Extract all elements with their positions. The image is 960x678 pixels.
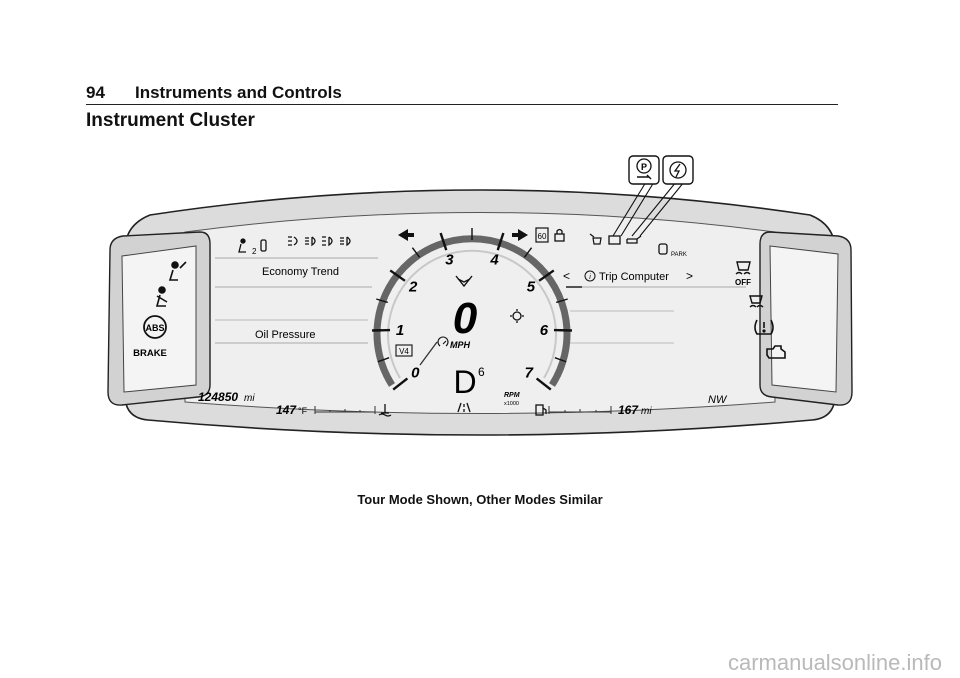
oil-pressure-icon	[626, 235, 642, 244]
speed-limit-value: 60	[538, 232, 547, 241]
speed-unit: MPH	[450, 340, 471, 350]
rpm-scale: x1000	[504, 401, 519, 407]
compass-heading: NW	[708, 394, 728, 406]
coolant-icon	[260, 239, 267, 252]
tire-pressure-icon	[754, 319, 774, 335]
electric-brake-icon	[669, 161, 687, 179]
coolant-temp-icon	[378, 404, 392, 417]
trip-computer-label: Trip Computer	[599, 271, 669, 283]
range-value: 167	[618, 403, 639, 417]
temperature-value: 147	[276, 403, 297, 417]
instrument-cluster-illustration: ABS BRAKE OFF 2 60 PARK	[107, 155, 853, 436]
gear-number: 6	[478, 365, 485, 379]
park-brake-callout	[628, 155, 660, 185]
tach-label: 4	[489, 252, 499, 269]
airbag-icon	[168, 261, 187, 281]
security-lock-icon	[554, 228, 565, 242]
page-number: 94	[86, 83, 105, 102]
oil-pressure-label: Oil Pressure	[255, 329, 316, 341]
tach-major-tick	[389, 269, 406, 282]
svg-text:i: i	[589, 274, 591, 281]
seatbelt-indicator-icon	[238, 238, 246, 253]
off-label: OFF	[735, 278, 751, 287]
temperature-bar	[314, 406, 376, 414]
menu-prev-arrow[interactable]: <	[563, 269, 570, 283]
odometer-value: 124850	[198, 390, 238, 404]
speedometer-icon	[437, 336, 449, 347]
tach-minor-tick	[376, 298, 388, 304]
stabilitrak-icon	[749, 295, 764, 308]
corvette-logo-icon	[455, 275, 473, 288]
range-unit: mi	[641, 406, 652, 417]
service-vehicle-icon	[589, 233, 602, 245]
tach-minor-tick	[556, 298, 568, 304]
chapter-title: Instruments and Controls	[135, 83, 342, 102]
traction-control-off-icon	[735, 261, 751, 275]
tach-minor-tick	[523, 247, 533, 258]
brake-warning-label: BRAKE	[133, 348, 167, 359]
tach-major-tick	[535, 377, 552, 391]
tach-major-tick	[439, 232, 448, 251]
speed-limit-sign-icon	[535, 227, 549, 243]
battery-icon	[608, 235, 621, 245]
regen-callout	[662, 155, 694, 185]
seatbelt-count: 2	[252, 247, 257, 256]
tach-label: 2	[408, 279, 418, 296]
tach-label: 0	[411, 364, 420, 381]
lane-keep-icon	[457, 402, 471, 413]
temperature-unit: °F	[298, 406, 308, 416]
tach-minor-tick	[554, 357, 567, 363]
odometer-unit: mi	[244, 393, 255, 404]
parking-assist-icon	[658, 243, 668, 255]
tach-major-tick	[538, 269, 555, 282]
tach-needle	[419, 341, 438, 366]
tach-minor-tick	[411, 247, 421, 258]
gear-settings-icon	[510, 309, 524, 323]
tach-minor-tick	[377, 357, 390, 363]
rpm-label: RPM	[504, 392, 520, 399]
tach-major-tick	[392, 377, 409, 391]
tachometer-ticks	[372, 228, 572, 391]
seatbelt-icon	[155, 286, 168, 307]
speed-value: 0	[453, 294, 478, 343]
svg-text:ABS: ABS	[145, 323, 164, 333]
tach-label: 6	[540, 322, 549, 339]
headlamp-icons	[288, 236, 351, 247]
fuel-bar	[548, 406, 612, 414]
section-title: Instrument Cluster	[86, 110, 255, 131]
wrench-icon	[637, 174, 652, 180]
tach-label: 5	[527, 279, 536, 296]
menu-next-arrow[interactable]: >	[686, 269, 693, 283]
economy-trend-label: Economy Trend	[262, 266, 339, 278]
tach-label: 1	[396, 322, 404, 339]
tach-label: 3	[445, 252, 454, 269]
cylinder-mode-badge	[395, 344, 413, 357]
figure-caption: Tour Mode Shown, Other Modes Similar	[357, 492, 603, 507]
tach-major-tick	[496, 232, 505, 251]
right-turn-signal-icon	[512, 229, 528, 241]
park-brake-icon: P	[641, 162, 647, 172]
tach-label: 7	[525, 364, 534, 381]
gear-indicator: D	[453, 364, 476, 400]
cluster-display	[184, 212, 776, 414]
info-icon	[584, 270, 596, 282]
check-engine-icon	[766, 345, 786, 359]
cylinder-mode: V4	[399, 347, 409, 356]
left-turn-signal-icon	[398, 229, 414, 241]
watermark: carmanualsonline.info	[727, 650, 942, 675]
abs-icon: ABS	[143, 315, 167, 339]
page-header: 94 Instruments and Controls	[86, 82, 838, 105]
fuel-icon	[535, 404, 547, 416]
park-label: PARK	[671, 252, 687, 258]
